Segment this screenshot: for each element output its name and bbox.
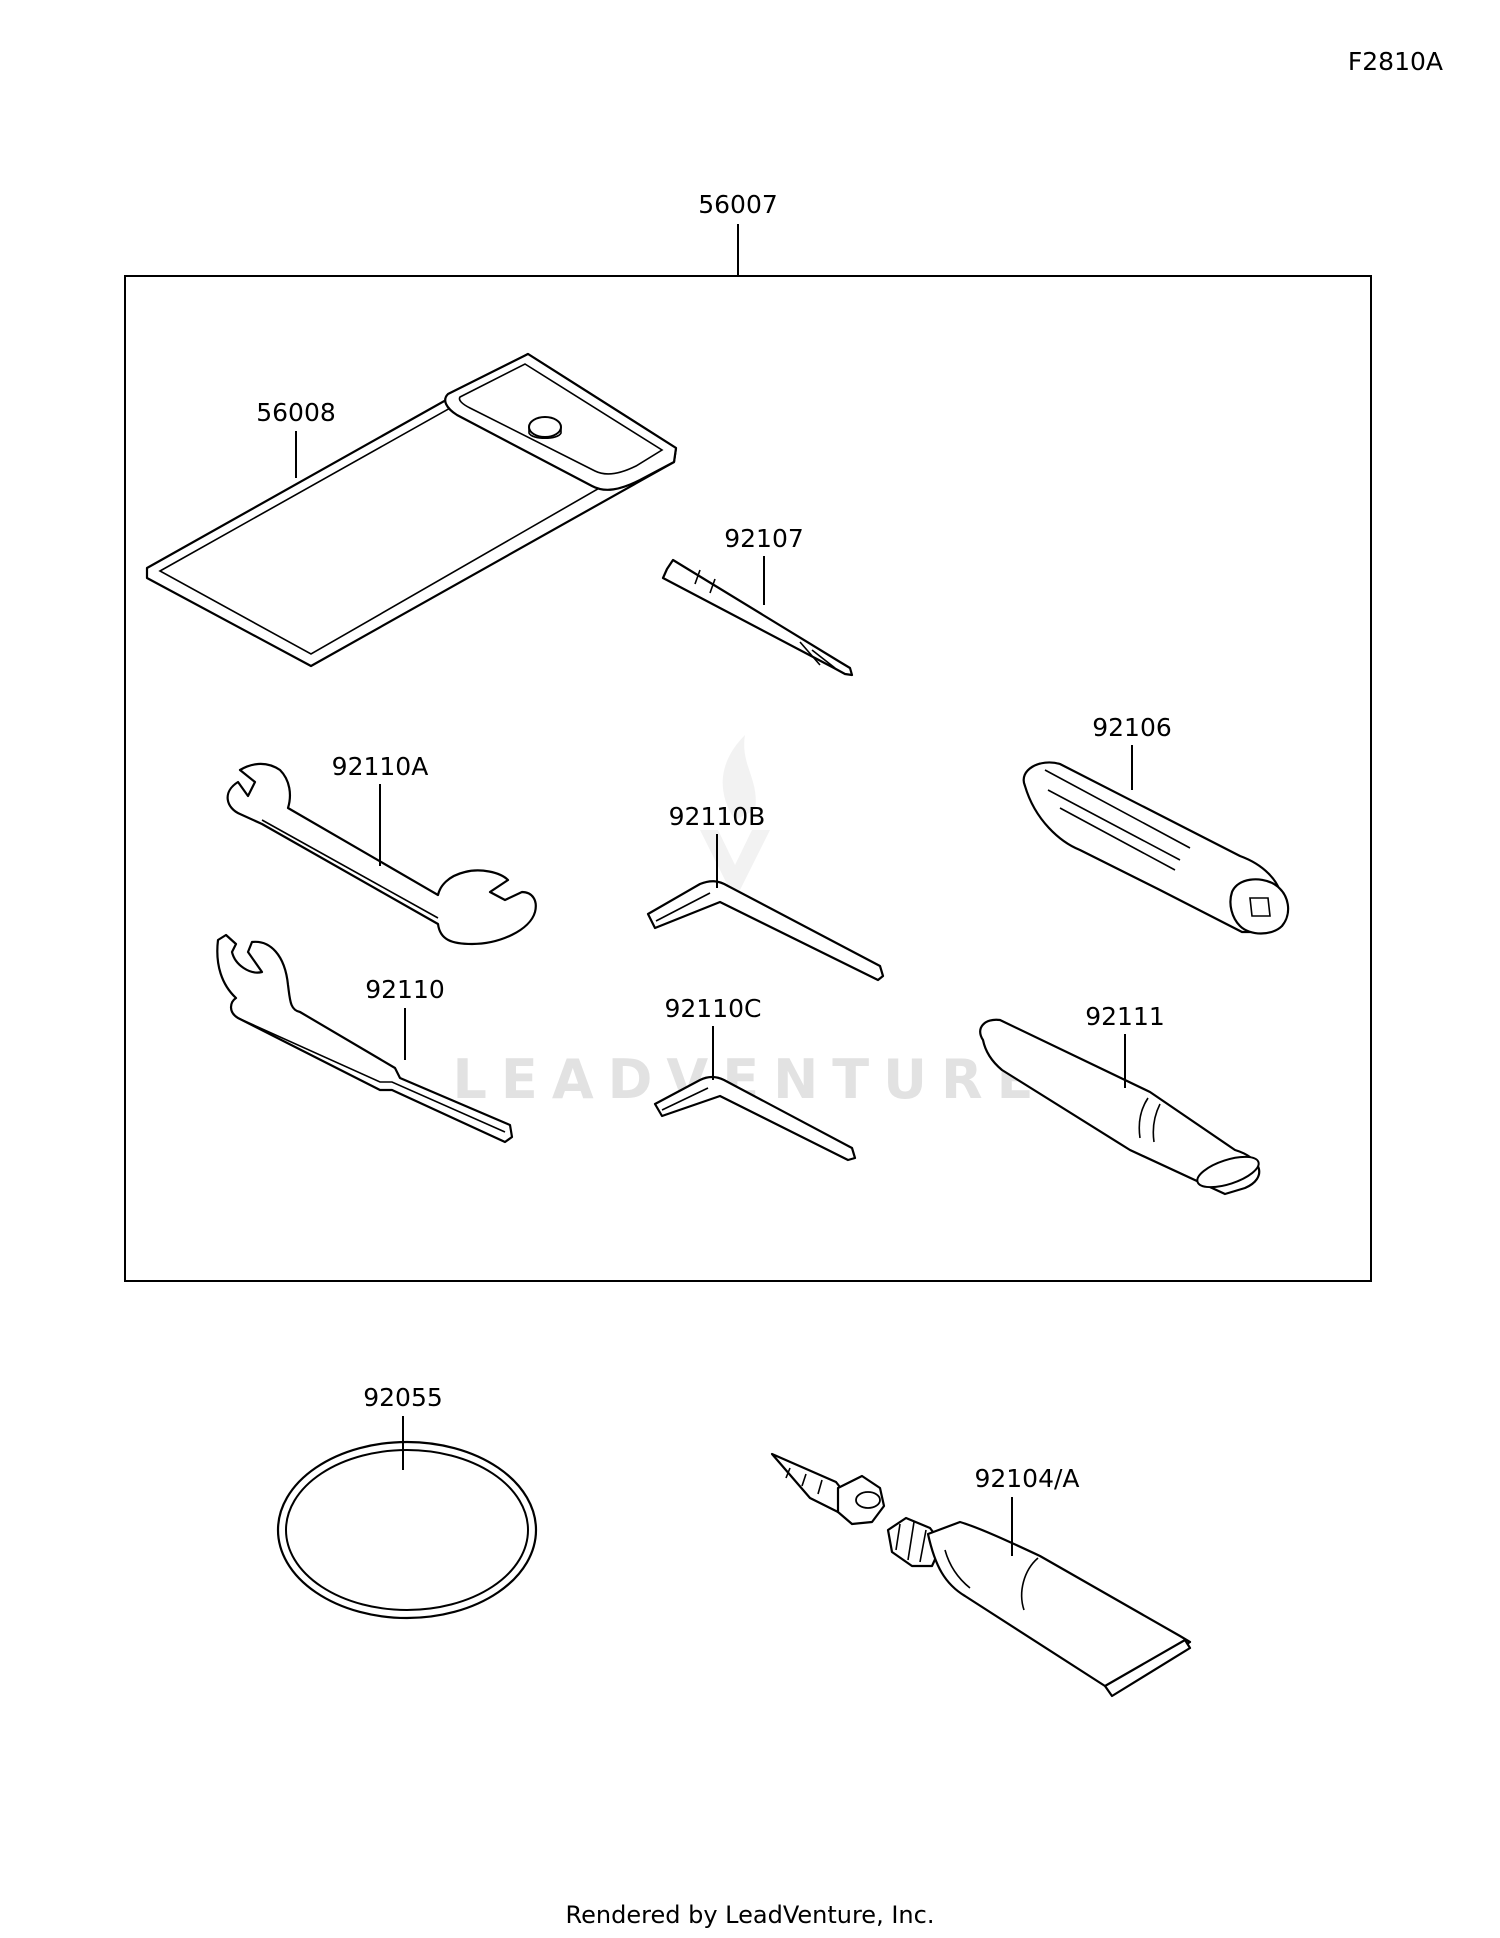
watermark: LEADVENTURE — [453, 735, 1033, 1111]
figure-code: F2810A — [1348, 47, 1443, 76]
label-kit[interactable]: 56007 — [698, 190, 778, 219]
label-screwdriver-handle[interactable]: 92106 — [1092, 713, 1172, 742]
tool-pouch-icon — [145, 352, 678, 668]
label-open-end-wrench[interactable]: 92110A — [332, 752, 429, 781]
label-o-ring[interactable]: 92055 — [363, 1383, 443, 1412]
footer-credit: Rendered by LeadVenture, Inc. — [566, 1901, 935, 1929]
label-grease-tube[interactable]: 92104/A — [974, 1464, 1079, 1493]
hook-wrench-icon — [216, 933, 514, 1144]
label-pouch[interactable]: 56008 — [256, 398, 336, 427]
extension-pipe-icon — [979, 1018, 1261, 1196]
label-hex-key-small[interactable]: 92110C — [665, 994, 762, 1023]
label-hex-key-large[interactable]: 92110B — [669, 802, 766, 831]
label-hook-wrench[interactable]: 92110 — [365, 975, 445, 1004]
screwdriver-handle-icon — [1022, 761, 1290, 935]
o-ring-icon — [276, 1440, 538, 1620]
label-screwdriver-bit[interactable]: 92107 — [724, 524, 804, 553]
hex-key-small-icon — [653, 1075, 857, 1162]
hex-key-large-icon — [646, 880, 885, 982]
screwdriver-bit-icon — [661, 558, 854, 677]
kit-frame — [124, 275, 1372, 1282]
grease-tube-icon — [770, 1452, 1192, 1698]
open-end-wrench-icon — [226, 762, 537, 946]
label-extension-pipe[interactable]: 92111 — [1085, 1002, 1165, 1031]
